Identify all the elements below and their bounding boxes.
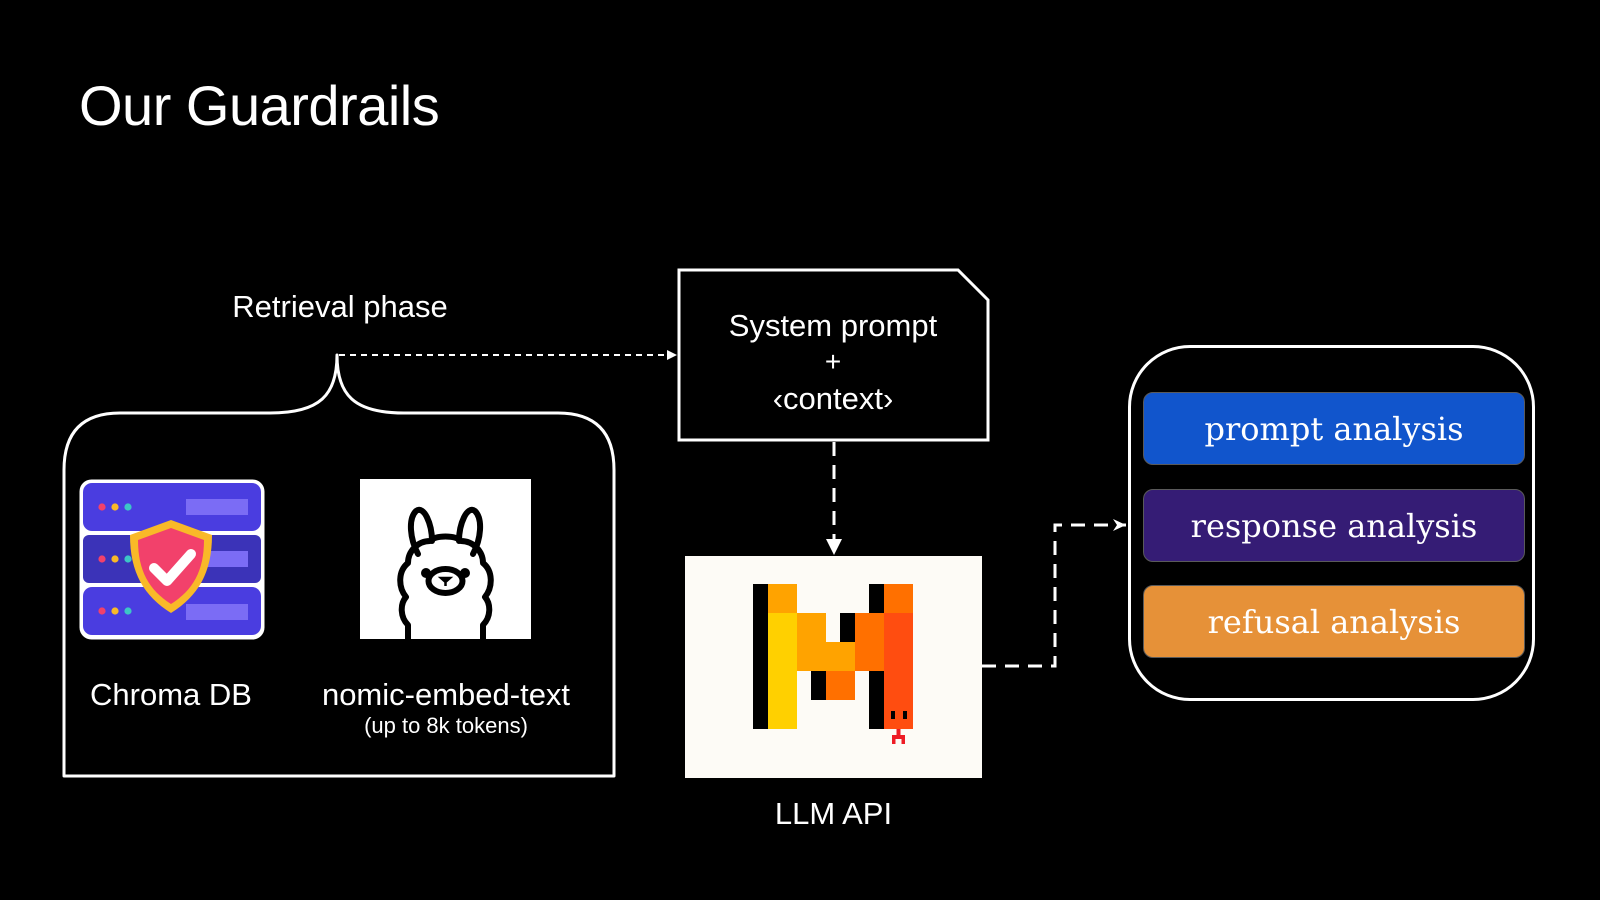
system-prompt-plus: + <box>824 346 842 377</box>
llm-to-analysis-arrow <box>982 519 1126 668</box>
prompt-analysis-button[interactable]: prompt analysis <box>1143 392 1525 465</box>
ollama-llama-icon <box>360 479 531 639</box>
nomic-embed-text-label: nomic-embed-text <box>321 677 571 712</box>
llm-api-card <box>685 556 982 778</box>
mistral-logo-icon <box>753 584 913 744</box>
refusal-analysis-button[interactable]: refusal analysis <box>1143 585 1525 658</box>
slide-title: Our Guardrails <box>79 74 440 137</box>
llm-api-label: LLM API <box>774 796 893 831</box>
response-analysis-button[interactable]: response analysis <box>1143 489 1525 562</box>
chroma-db-label: Chroma DB <box>90 677 252 712</box>
chroma-db-shield-server-icon <box>78 478 266 641</box>
system-prompt-title: System prompt <box>728 308 938 343</box>
nomic-embed-text-subtitle: (up to 8k tokens) <box>364 713 528 738</box>
retrieval-phase-label: Retrieval phase <box>232 289 448 324</box>
analysis-group <box>1128 345 1535 701</box>
retrieval-brace-box <box>62 353 616 778</box>
system-prompt-context: ‹context› <box>772 381 894 416</box>
system-prompt-box <box>677 268 990 442</box>
